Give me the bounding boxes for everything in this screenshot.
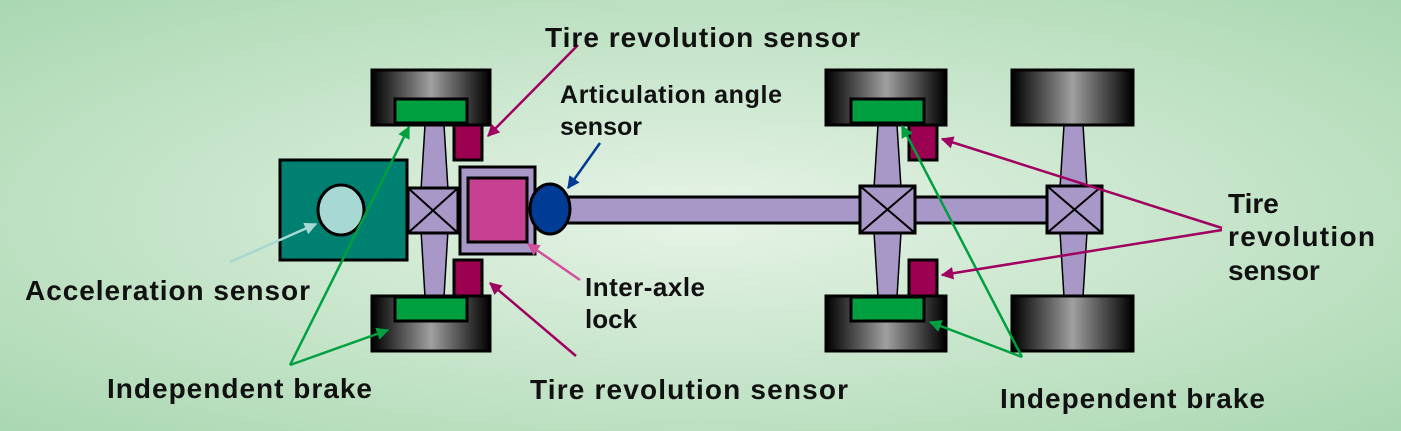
label-tire-sensor-bottom: Tire revolution sensor bbox=[530, 374, 848, 405]
label-brake-right: Independent brake bbox=[1000, 383, 1265, 414]
tire-revolution-sensors bbox=[452, 123, 939, 298]
arrow-articulation bbox=[566, 142, 602, 190]
label-inter-axle-line2: lock bbox=[585, 304, 638, 334]
label-articulation-line2: sensor bbox=[560, 113, 642, 141]
drive-shaft bbox=[558, 195, 1062, 225]
arrow-tire-sensor-right-top bbox=[940, 136, 1223, 230]
inter-axle-lock bbox=[466, 176, 529, 244]
label-tire-sensor-right-line2: revolution bbox=[1228, 221, 1375, 252]
label-tire-sensor-right-line1: Tire bbox=[1228, 188, 1279, 219]
arrow-tire-sensor-top bbox=[487, 44, 579, 137]
callout-arrows bbox=[229, 44, 1223, 367]
arrow-brake-left-bottom bbox=[289, 327, 390, 367]
label-articulation-line1: Articulation angle bbox=[560, 81, 782, 109]
tire-rear2-left bbox=[1010, 68, 1135, 127]
arrow-tire-sensor-bottom bbox=[489, 282, 577, 357]
label-acceleration: Acceleration sensor bbox=[25, 275, 310, 306]
arrow-acceleration bbox=[229, 222, 318, 264]
arrow-brake-left-top bbox=[288, 125, 411, 366]
label-brake-left: Independent brake bbox=[107, 373, 372, 404]
arrow-inter-axle bbox=[526, 242, 581, 282]
differentials bbox=[406, 184, 1104, 235]
arrow-tire-sensor-right-bottom bbox=[940, 228, 1223, 280]
tire-rear2-right bbox=[1010, 294, 1135, 353]
arrow-brake-right-top bbox=[900, 124, 1024, 358]
label-inter-axle-line1: Inter-axle bbox=[585, 272, 705, 302]
label-tire-sensor-right-line3: sensor bbox=[1228, 255, 1320, 286]
arrow-brake-right-bottom bbox=[928, 320, 1023, 359]
independent-brakes bbox=[393, 97, 926, 323]
label-tire-sensor-top: Tire revolution sensor bbox=[545, 22, 860, 53]
articulation-angle-sensor bbox=[528, 182, 572, 236]
acceleration-sensor bbox=[316, 183, 366, 237]
